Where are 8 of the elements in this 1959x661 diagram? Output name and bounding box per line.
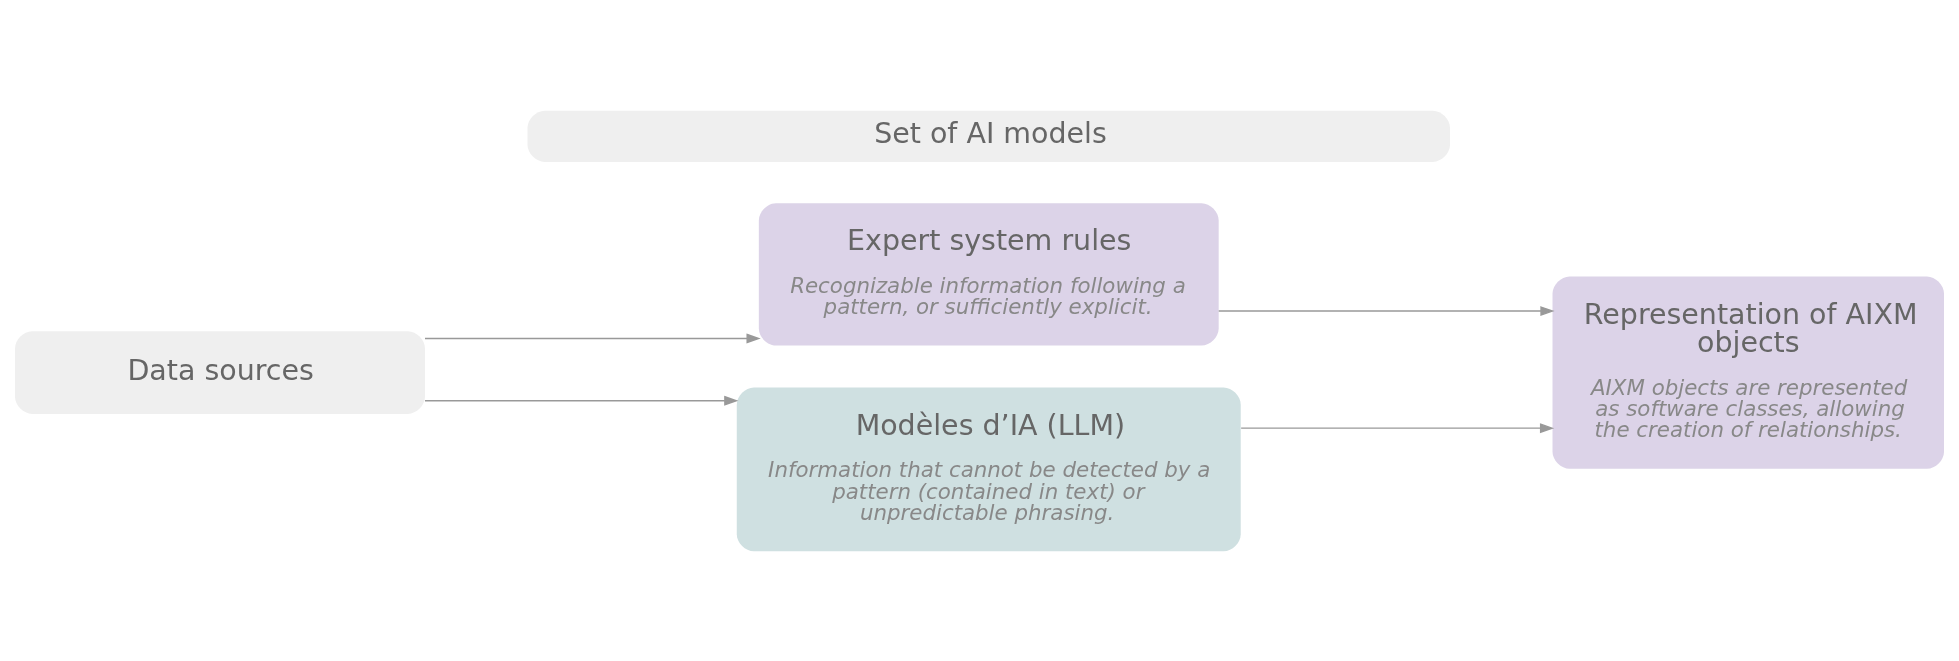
arrow: [424, 333, 761, 343]
node-box: Modèles d’IA (LLM) Information that cannot be detected by a pattern (contained in text) or unpredictable phrasing.: [736, 387, 1241, 551]
node-box: Data sources: [15, 330, 425, 414]
arrow: [1240, 422, 1555, 433]
arrow: [1218, 305, 1555, 316]
node-box: Representation of AIXM objects AIXM objects are represented as software classes, allowing the creation of relationships.: [1552, 276, 1944, 469]
arrow: [424, 395, 739, 406]
node-box: Expert system rules Recognizable information following a pattern, or sufficiently explicit.: [758, 202, 1219, 346]
